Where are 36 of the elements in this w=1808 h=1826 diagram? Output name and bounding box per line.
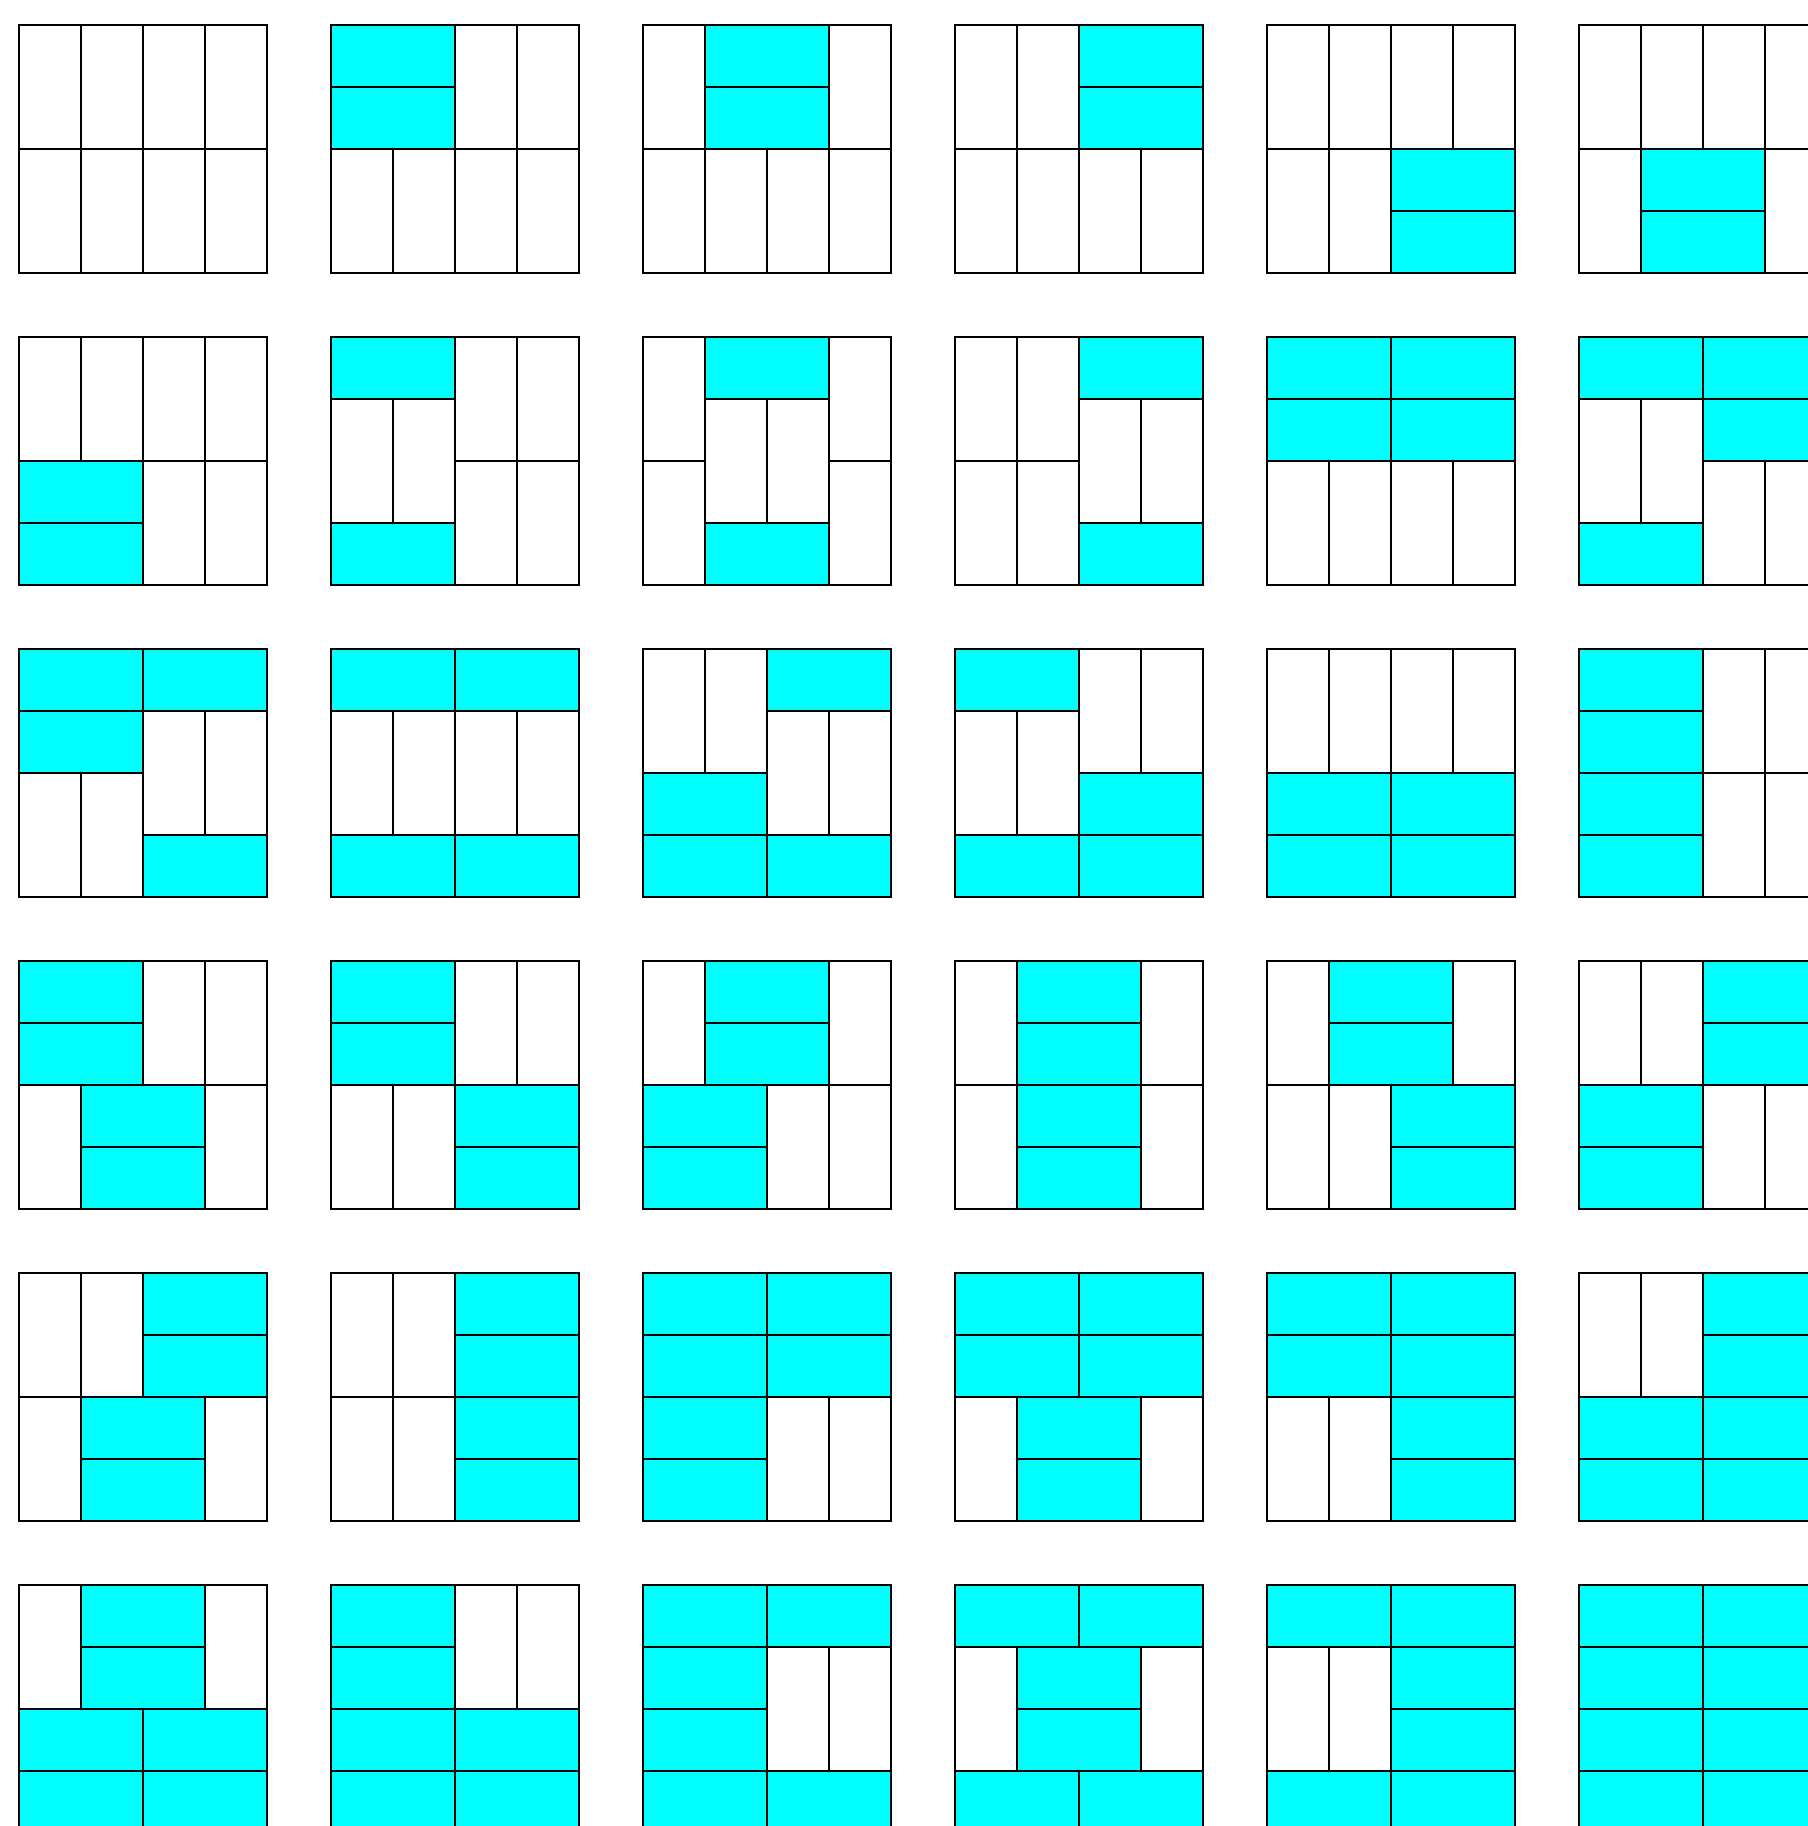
domino-tiling-drawing bbox=[330, 648, 580, 898]
domino-tiling-drawing bbox=[1578, 1272, 1808, 1522]
domino-tiling-drawing bbox=[1578, 1584, 1808, 1826]
domino-tiling-drawing bbox=[954, 24, 1204, 274]
domino-tiling-drawing bbox=[954, 960, 1204, 1210]
domino-tiling-drawing bbox=[1266, 960, 1516, 1210]
domino-tiling-drawing bbox=[954, 336, 1204, 586]
domino-tiling-drawing bbox=[642, 336, 892, 586]
domino-tiling-drawing bbox=[330, 1272, 580, 1522]
domino-tiling-drawing bbox=[18, 648, 268, 898]
domino-tiling-drawing bbox=[1266, 1584, 1516, 1826]
domino-tiling-drawing bbox=[954, 648, 1204, 898]
domino-tiling-drawing bbox=[1266, 24, 1516, 274]
domino-tiling-drawing bbox=[1578, 336, 1808, 586]
domino-tiling-drawing bbox=[1266, 336, 1516, 586]
domino-tiling-drawing bbox=[954, 1584, 1204, 1826]
domino-tiling-drawing bbox=[1266, 1272, 1516, 1522]
domino-tiling-drawing bbox=[1578, 960, 1808, 1210]
domino-tiling-drawing bbox=[642, 1272, 892, 1522]
domino-tiling-drawing bbox=[1578, 648, 1808, 898]
domino-tiling-drawing bbox=[642, 960, 892, 1210]
domino-tiling-drawing bbox=[330, 1584, 580, 1826]
domino-tiling-drawing bbox=[330, 24, 580, 274]
domino-tiling-drawing bbox=[642, 648, 892, 898]
domino-tiling-drawing bbox=[642, 1584, 892, 1826]
domino-tiling-drawing bbox=[18, 960, 268, 1210]
domino-tiling-drawing bbox=[954, 1272, 1204, 1522]
domino-tiling-drawing bbox=[18, 336, 268, 586]
domino-tiling-drawing bbox=[1266, 648, 1516, 898]
domino-tiling-drawing bbox=[330, 336, 580, 586]
domino-tiling-drawing bbox=[18, 1272, 268, 1522]
domino-tiling-drawing bbox=[18, 24, 268, 274]
domino-tiling-drawing bbox=[642, 24, 892, 274]
domino-tiling-drawing bbox=[1578, 24, 1808, 274]
domino-tiling-drawing bbox=[330, 960, 580, 1210]
domino-tiling-drawing bbox=[18, 1584, 268, 1826]
